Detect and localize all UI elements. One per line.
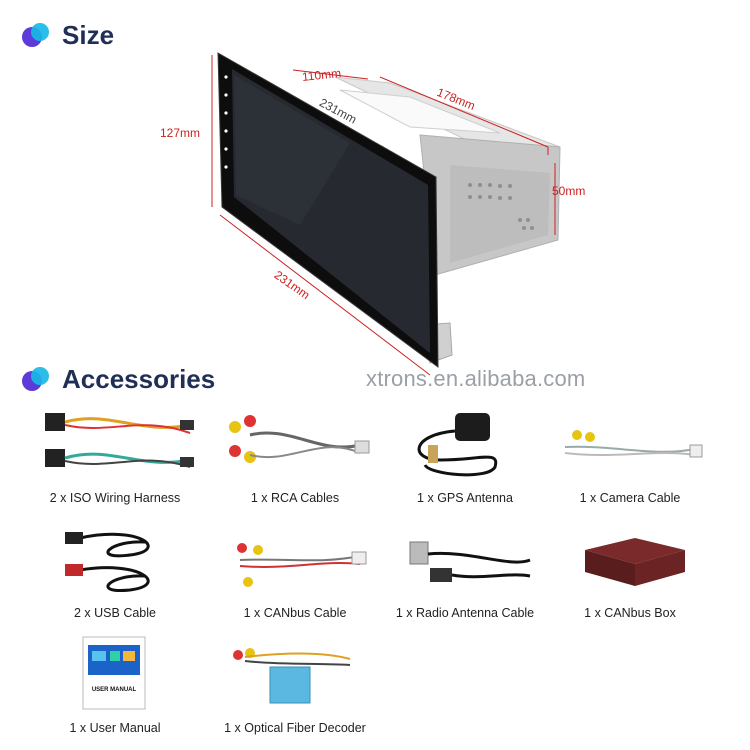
- accessory-label: 1 x Radio Antenna Cable: [395, 606, 535, 620]
- accessory-item: 2 x USB Cable: [20, 520, 210, 630]
- accessory-label: 1 x Optical Fiber Decoder: [224, 721, 366, 735]
- radio-antenna-icon: [409, 541, 531, 582]
- accessory-item: 1 x Radio Antenna Cable: [370, 520, 560, 630]
- brand-url: xtrons.en.alibaba.com: [366, 366, 586, 391]
- dimension-height-right: 50mm: [552, 184, 586, 198]
- accessory-label: 1 x CANbus Box: [584, 606, 676, 620]
- accessory-item: 1 x RCA Cables: [200, 405, 390, 515]
- user-manual-icon: USER MANUAL: [82, 636, 146, 710]
- accessory-label: 1 x Camera Cable: [579, 491, 681, 505]
- canbus-box-icon: [585, 538, 685, 586]
- accessory-item: 1 x CANbus Box: [535, 520, 725, 630]
- accessory-label: 1 x RCA Cables: [250, 491, 340, 505]
- size-title: Size: [62, 20, 115, 50]
- car-stereo-image: [211, 52, 561, 376]
- accessory-item: 1 x CANbus Cable: [200, 520, 390, 630]
- wiring-harness-icon: [45, 413, 194, 468]
- fiber-decoder-icon: [233, 648, 351, 704]
- accessory-label: 1 x CANbus Cable: [243, 606, 347, 620]
- rca-cable-icon: [229, 415, 370, 463]
- accessory-item: 1 x Optical Fiber Decoder: [200, 635, 390, 745]
- canbus-cable-icon: [237, 543, 367, 587]
- accessory-item: 1 x Camera Cable: [535, 405, 725, 515]
- dimension-height-left: 127mm: [160, 126, 201, 140]
- camera-cable-icon: [564, 430, 703, 458]
- accessory-label: 2 x USB Cable: [74, 606, 156, 620]
- accessories-title: Accessories: [62, 364, 216, 394]
- bubble-logo-icon: [22, 366, 52, 393]
- accessory-label: 1 x User Manual: [69, 721, 161, 735]
- accessory-label: 2 x ISO Wiring Harness: [49, 491, 181, 505]
- accessory-item: 2 x ISO Wiring Harness: [20, 405, 210, 515]
- accessory-item: 1 x GPS Antenna: [370, 405, 560, 515]
- size-section-header: Size: [22, 20, 114, 51]
- bubble-logo-icon: [22, 22, 52, 49]
- usb-cable-icon: [65, 532, 150, 593]
- gps-antenna-icon: [417, 413, 498, 477]
- manual-cover-text: USER MANUAL: [92, 687, 137, 693]
- accessories-section-header: Accessories: [22, 364, 215, 395]
- accessory-label: 1 x GPS Antenna: [417, 491, 513, 505]
- accessory-item: USER MANUAL 1 x User Manual: [20, 635, 210, 745]
